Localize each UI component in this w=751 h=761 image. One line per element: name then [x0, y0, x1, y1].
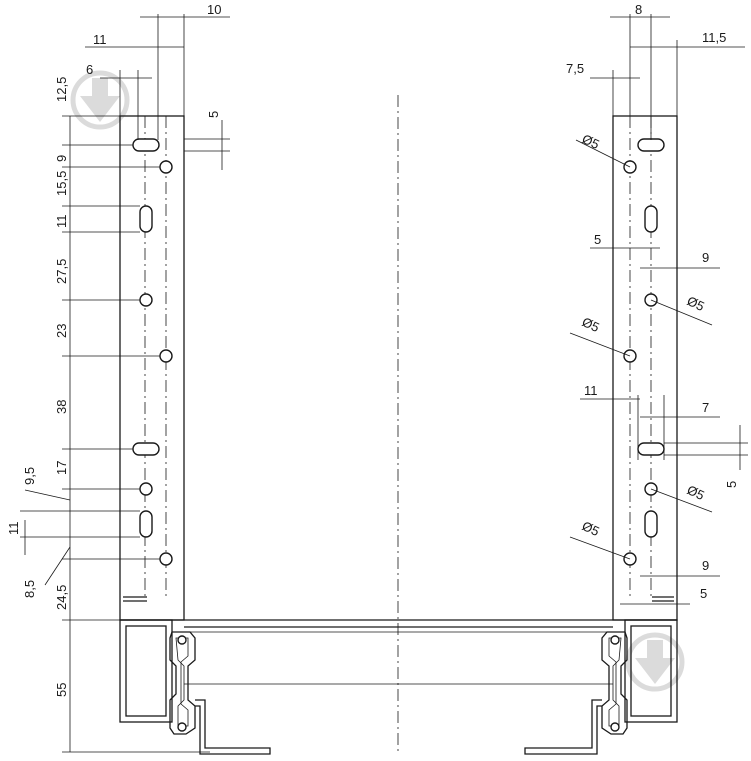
dim-label: 11: [93, 32, 107, 47]
dim-label: 9: [702, 250, 709, 265]
dim-label: 24,5: [54, 585, 69, 610]
dim-label: 8,5: [22, 580, 37, 598]
left-top-dimensions: [85, 14, 230, 170]
dim-label: Ø5: [685, 482, 707, 503]
slot-hole: [637, 138, 665, 152]
dim-label: Ø5: [580, 518, 602, 539]
dim-label: 11,5: [702, 30, 726, 45]
round-hole: [139, 482, 153, 496]
dim-label: 11: [6, 522, 21, 536]
slot-hole: [139, 510, 153, 538]
dim-label: 6: [86, 62, 93, 77]
dim-label: 27,5: [54, 259, 69, 284]
right-dimension-lines: [569, 14, 748, 605]
right-bracket: [612, 115, 678, 621]
dim-label: Ø5: [580, 314, 602, 335]
slot-hole: [637, 442, 665, 456]
dim-label: 17: [54, 461, 69, 475]
dim-label: Ø5: [580, 131, 602, 152]
left-bracket: [119, 115, 185, 621]
dim-label: 5: [700, 586, 707, 601]
dim-label: Ø5: [685, 293, 707, 314]
dim-label: 9,5: [22, 467, 37, 485]
dim-label: 5: [594, 232, 601, 247]
dim-label: 12,5: [54, 77, 69, 102]
dim-label: 11: [584, 383, 598, 398]
dim-label: 9: [702, 558, 709, 573]
dim-label: 5: [206, 111, 221, 118]
slot-hole: [132, 138, 160, 152]
dim-label: 5: [724, 481, 739, 488]
dim-label: 10: [207, 2, 221, 17]
dim-label: 7,5: [566, 61, 584, 76]
dim-label: 55: [54, 683, 69, 697]
watermark-logo-left: [70, 70, 130, 130]
left-holes: [132, 138, 173, 566]
dim-label: 23: [54, 324, 69, 338]
watermark-logo-right: [625, 632, 685, 692]
round-hole: [159, 160, 173, 174]
bottom-frame: [120, 619, 677, 685]
left-dimension-chain: [20, 115, 210, 753]
slot-hole: [132, 442, 160, 456]
round-hole: [159, 552, 173, 566]
dim-label: 9: [54, 155, 69, 162]
dim-label: 15,5: [54, 171, 69, 196]
round-hole: [139, 293, 153, 307]
slot-hole: [644, 510, 658, 538]
slot-hole: [139, 205, 153, 233]
dim-label: 7: [702, 400, 709, 415]
round-hole: [159, 349, 173, 363]
slot-hole: [644, 205, 658, 233]
left-runner-profile: [119, 619, 271, 755]
right-runner-profile: [524, 619, 678, 755]
dim-label: 8: [635, 2, 642, 17]
dim-label: 11: [54, 215, 69, 229]
dim-label: 38: [54, 400, 69, 414]
